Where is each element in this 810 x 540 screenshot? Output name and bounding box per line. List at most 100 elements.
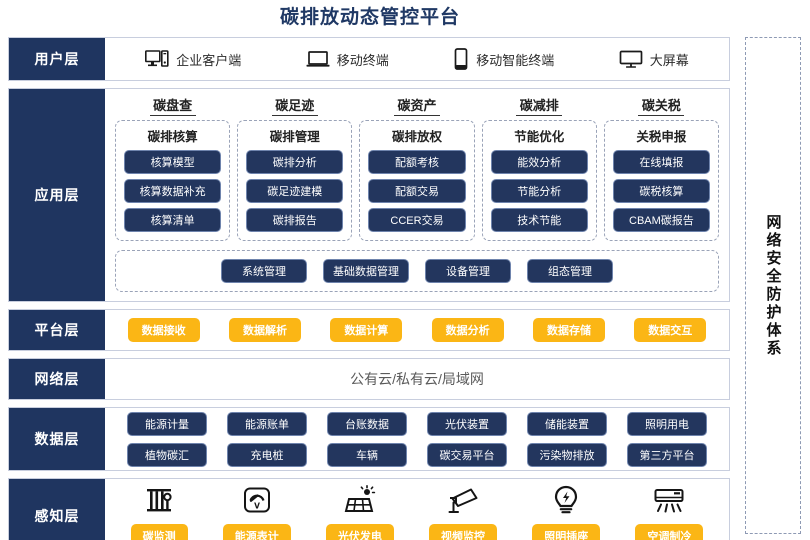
app-group-title: 碳减排 [482,95,597,116]
layer-user: 用户层 [8,37,730,81]
layer-sense-body: 碳监测 V 能源表计 [105,479,729,540]
user-item-enterprise-client[interactable]: 企业客户端 [145,49,241,69]
app-item[interactable]: CCER交易 [368,208,466,232]
layer-platform: 平台层 数据接收 数据解析 数据计算 数据分析 数据存储 数据交互 [8,309,730,351]
data-item[interactable]: 能源账单 [227,411,307,436]
app-group-subtitle: 碳排管理 [269,130,320,144]
platform-item[interactable]: 数据交互 [634,318,707,342]
layer-stack: 用户层 [8,37,730,540]
app-item[interactable]: 节能分析 [490,179,588,203]
app-item[interactable]: 碳排报告 [246,208,344,232]
management-item[interactable]: 组态管理 [527,259,613,283]
security-band: 网络安全防护体系 [745,37,801,534]
app-group-box: 节能优化 能效分析 节能分析 技术节能 [481,120,597,241]
solar-panel-icon [344,484,376,515]
app-group-title: 碳资产 [359,95,474,116]
management-item[interactable]: 系统管理 [221,259,307,283]
sense-item-carbon-monitor[interactable]: 碳监测 [130,485,188,540]
data-item[interactable]: 能源计量 [127,411,207,436]
user-item-label: 移动终端 [336,52,389,68]
sense-item-row: 碳监测 V 能源表计 [113,484,721,540]
layer-platform-label: 平台层 [9,310,105,350]
user-item-smart-mobile-terminal[interactable]: 移动智能终端 [453,48,554,70]
layer-application: 应用层 碳盘查 碳排核算 核算模型 核算数据补充 核算清单 [8,88,730,302]
data-item[interactable]: 植物碳汇 [127,442,207,467]
sense-item-lighting-socket[interactable]: 照明插座 [532,485,601,540]
sense-item-label: 碳监测 [130,523,188,540]
app-item[interactable]: CBAM碳报告 [612,208,711,232]
app-group-title: 碳关税 [604,95,719,116]
application-management-box: 系统管理 基础数据管理 设备管理 组态管理 [115,250,719,292]
layer-data: 数据层 能源计量 能源账单 台账数据 光伏装置 储能装置 照明用电 植物碳汇 充… [8,407,730,471]
app-group-carbon-reduction: 碳减排 节能优化 能效分析 节能分析 技术节能 [481,95,597,241]
app-item[interactable]: 核算清单 [124,208,222,232]
platform-item[interactable]: 数据分析 [431,318,504,342]
user-item-label: 企业客户端 [176,52,242,68]
sense-item-label: 能源表计 [222,523,291,540]
app-item[interactable]: 核算数据补充 [124,179,222,203]
sense-item-label: 视频监控 [429,523,498,540]
app-group-carbon-asset: 碳资产 碳排放权 配额考核 配额交易 CCER交易 [359,95,475,241]
user-item-label: 移动智能终端 [476,52,555,68]
app-group-box: 碳排放权 配额考核 配额交易 CCER交易 [359,120,475,241]
app-item[interactable]: 能效分析 [490,150,588,174]
layer-user-label: 用户层 [9,38,105,80]
data-item[interactable]: 第三方平台 [627,442,707,467]
app-group-carbon-inventory: 碳盘查 碳排核算 核算模型 核算数据补充 核算清单 [115,95,231,241]
management-item[interactable]: 基础数据管理 [323,259,409,283]
data-item-grid: 能源计量 能源账单 台账数据 光伏装置 储能装置 照明用电 植物碳汇 充电桩 车… [113,410,721,469]
user-item-label: 大屏幕 [649,52,689,68]
app-group-subtitle: 关税申报 [636,130,687,144]
layer-network: 网络层 公有云/私有云/局域网 [8,358,730,400]
sense-item-label: 照明插座 [532,523,601,540]
app-item[interactable]: 技术节能 [490,208,588,232]
data-item[interactable]: 车辆 [327,442,407,467]
app-item[interactable]: 在线填报 [612,150,711,174]
application-group-row: 碳盘查 碳排核算 核算模型 核算数据补充 核算清单 碳足迹 碳排管理 [115,95,720,241]
monitor-icon [619,49,643,69]
data-item[interactable]: 光伏装置 [427,411,507,436]
app-group-carbon-tariff: 碳关税 关税申报 在线填报 碳税核算 CBAM碳报告 [603,95,720,241]
sense-item-solar-power[interactable]: 光伏发电 [325,484,394,540]
app-item[interactable]: 配额交易 [368,179,466,203]
data-item[interactable]: 充电桩 [227,442,307,467]
data-item[interactable]: 台账数据 [327,411,407,436]
cctv-camera-icon [447,485,479,515]
platform-item[interactable]: 数据计算 [330,318,403,342]
app-group-subtitle: 碳排核算 [147,130,198,144]
user-item-mobile-terminal[interactable]: 移动终端 [306,49,389,69]
security-band-label: 网络安全防护体系 [764,213,782,358]
data-item[interactable]: 照明用电 [627,411,707,436]
platform-item[interactable]: 数据存储 [532,318,605,342]
data-item-row-2: 植物碳汇 充电桩 车辆 碳交易平台 污染物排放 第三方平台 [117,442,717,467]
energy-meter-icon: V [242,485,272,515]
svg-text:V: V [254,501,260,510]
user-item-big-screen[interactable]: 大屏幕 [619,49,689,69]
app-item[interactable]: 碳税核算 [612,179,711,203]
desktop-pc-icon [145,49,169,69]
laptop-icon [306,49,330,69]
app-item[interactable]: 核算模型 [124,150,222,174]
sense-item-video-surveillance[interactable]: 视频监控 [429,485,498,540]
sense-item-air-conditioning[interactable]: 空调制冷 [635,487,704,540]
app-item[interactable]: 配额考核 [368,150,466,174]
management-item[interactable]: 设备管理 [425,259,511,283]
data-item[interactable]: 碳交易平台 [427,442,507,467]
platform-item[interactable]: 数据接收 [127,318,200,342]
sense-item-label: 空调制冷 [635,523,704,540]
layer-data-label: 数据层 [9,408,105,470]
platform-item[interactable]: 数据解析 [228,318,301,342]
app-item[interactable]: 碳排分析 [246,150,344,174]
layer-platform-body: 数据接收 数据解析 数据计算 数据分析 数据存储 数据交互 [105,310,729,350]
sense-item-energy-meter[interactable]: V 能源表计 [222,485,291,540]
layer-network-label: 网络层 [9,359,105,399]
app-group-carbon-footprint: 碳足迹 碳排管理 碳排分析 碳足迹建模 碳排报告 [237,95,353,241]
data-item[interactable]: 储能装置 [527,411,607,436]
lightbulb-icon [553,485,579,515]
platform-item-row: 数据接收 数据解析 数据计算 数据分析 数据存储 数据交互 [113,318,721,342]
layer-application-label: 应用层 [9,89,105,301]
data-item[interactable]: 污染物排放 [527,442,607,467]
layer-sense: 感知层 [8,478,730,540]
app-item[interactable]: 碳足迹建模 [246,179,344,203]
